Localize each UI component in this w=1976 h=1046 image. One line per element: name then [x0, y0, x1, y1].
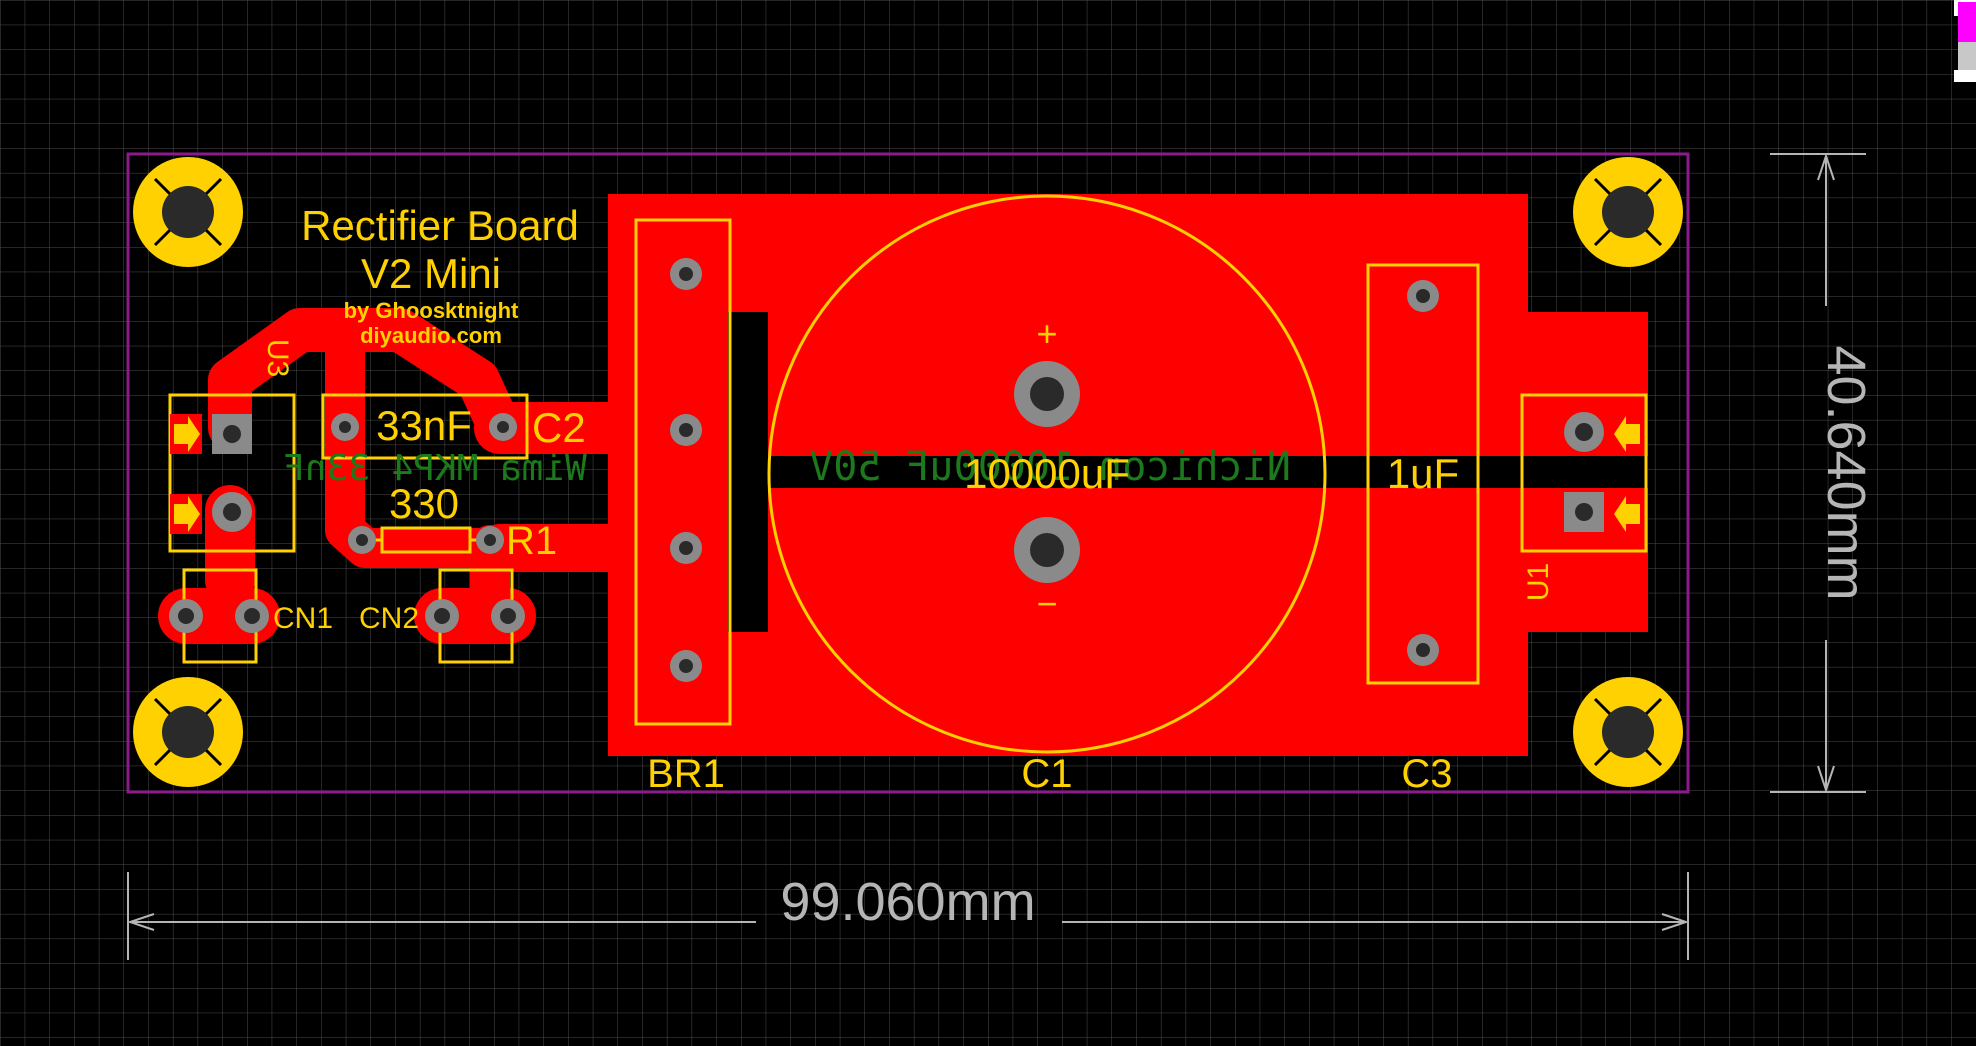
width-dimension-label: 99.060mm	[780, 872, 1035, 932]
mounting-hole-icon[interactable]	[133, 677, 243, 787]
br1-silk-outline	[634, 218, 732, 726]
copper-lower-half[interactable]	[768, 488, 1528, 632]
board-title-line2: V2 Mini	[361, 250, 501, 297]
mounting-holes[interactable]	[133, 157, 1683, 787]
layer-swatch[interactable]	[1954, 0, 1976, 82]
c1-silk-outline	[767, 194, 1327, 754]
c1-minus-marker: −	[1036, 583, 1057, 624]
pads[interactable]	[169, 254, 1604, 686]
u3-silk-outline	[168, 393, 296, 553]
designator-u3: U3	[261, 339, 294, 377]
c1-plus-marker: +	[1036, 313, 1057, 354]
c3-silk-outline	[1366, 263, 1480, 685]
mounting-hole-icon[interactable]	[1573, 677, 1683, 787]
height-dimension[interactable]	[1770, 152, 1866, 794]
c2-silk-outline	[321, 393, 529, 460]
designator-c3: C3	[1401, 752, 1452, 796]
designator-c2: C2	[532, 404, 586, 451]
value-c3: 1uF	[1387, 450, 1459, 497]
width-dimension[interactable]	[126, 872, 1690, 960]
pin1-arrow-icon	[170, 414, 1644, 534]
value-r1: 330	[389, 480, 459, 527]
designator-cn2: CN2	[359, 602, 419, 635]
board-title-line1: Rectifier Board	[301, 202, 579, 249]
copper-gap	[768, 456, 1528, 488]
designator-u1: U1	[1522, 563, 1555, 601]
copper-upper-half[interactable]	[768, 312, 1528, 456]
mounting-hole-icon[interactable]	[1573, 157, 1683, 267]
bottom-silk-nichicon: Nichicon 10000uF 50V	[809, 444, 1291, 490]
u1-silk-outline	[1520, 393, 1648, 553]
designator-cn1: CN1	[273, 602, 333, 635]
height-dimension-label: 40.640mm	[1816, 345, 1876, 600]
designator-br1: BR1	[647, 752, 725, 796]
bottom-silk-wima: Wima MKP4 33nF	[283, 448, 586, 489]
value-c1: 10000uF	[964, 450, 1130, 497]
board-site: diyaudio.com	[360, 323, 502, 348]
designator-r1: R1	[506, 519, 557, 563]
mounting-hole-icon[interactable]	[133, 157, 243, 267]
designator-c1: C1	[1021, 752, 1072, 796]
board-author: by Ghoosktnight	[344, 298, 519, 323]
value-c2: 33nF	[376, 402, 472, 449]
board-outline[interactable]	[126, 152, 1690, 794]
